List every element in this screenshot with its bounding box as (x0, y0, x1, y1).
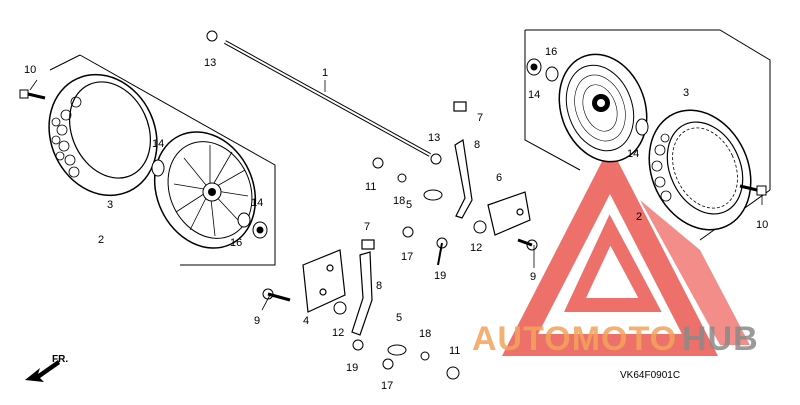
callout-6: 6 (496, 172, 502, 184)
callout-5-lower: 5 (396, 312, 402, 324)
right-tire (648, 109, 752, 231)
callout-8-lower: 8 (376, 280, 382, 292)
callout-labels: 1 2 2 3 3 4 5 5 6 7 7 8 8 9 9 10 10 11 1… (24, 46, 768, 392)
leader-lines (29, 79, 763, 311)
left-tire (48, 73, 158, 197)
callout-19-upper: 19 (434, 270, 446, 282)
axle-part (224, 40, 431, 157)
callout-10-left: 10 (24, 64, 36, 76)
callout-14-d: 14 (627, 148, 639, 160)
callout-2-right: 2 (636, 211, 642, 223)
callout-12-upper: 12 (470, 242, 482, 254)
callout-11-lower: 11 (449, 345, 460, 357)
callout-1: 1 (322, 67, 328, 79)
right-bearings (526, 58, 649, 136)
callout-7-upper: 7 (477, 112, 483, 124)
right-wheel (558, 53, 648, 163)
lower-bracket (302, 249, 346, 313)
callout-18-lower: 18 (419, 328, 431, 340)
callout-7-lower: 7 (364, 221, 370, 233)
callout-17-upper: 17 (401, 251, 413, 263)
callout-16-right: 16 (545, 46, 557, 58)
callout-14-b: 14 (251, 197, 263, 209)
direction-label: FR. (52, 354, 68, 365)
callout-13-right: 13 (428, 132, 440, 144)
watermark-text-hub: HUB (682, 320, 759, 358)
callout-3-left: 3 (107, 199, 113, 211)
upper-bracket (487, 191, 531, 236)
watermark-text-auto: AUTOMOTO (472, 320, 677, 358)
watermark-text: AUTOMOTO HUB (472, 320, 759, 358)
callout-12-lower: 12 (332, 327, 344, 339)
callout-10-right: 10 (756, 219, 768, 231)
callout-9-left: 9 (254, 315, 260, 327)
upper-arm (453, 101, 473, 219)
callout-18-upper: 18 (393, 195, 405, 207)
callout-11-upper: 11 (365, 181, 376, 193)
group-frames (49, 29, 771, 266)
watermark-logo (501, 145, 750, 356)
bolt-right (739, 184, 767, 196)
callout-9-right: 9 (530, 271, 536, 283)
callout-14-c: 14 (528, 89, 540, 101)
left-wheel (153, 131, 257, 249)
diagram-code: VK64F0901C (620, 370, 680, 381)
callout-3-right: 3 (683, 87, 689, 99)
left-bearings (151, 159, 268, 239)
bolt-left (19, 89, 46, 100)
callout-17-lower: 17 (381, 380, 393, 392)
callout-2-left: 2 (98, 234, 104, 246)
callout-8-upper: 8 (474, 139, 480, 151)
lower-arm (351, 239, 375, 336)
callout-19-lower: 19 (346, 362, 358, 374)
callout-13-left: 13 (204, 57, 216, 69)
callout-16-left: 16 (230, 237, 242, 249)
callout-5-upper: 5 (406, 199, 412, 211)
callout-14-a: 14 (152, 138, 164, 150)
callout-4: 4 (303, 315, 309, 327)
front-direction-arrow-icon: FR. (25, 354, 68, 382)
hardware (206, 30, 538, 380)
